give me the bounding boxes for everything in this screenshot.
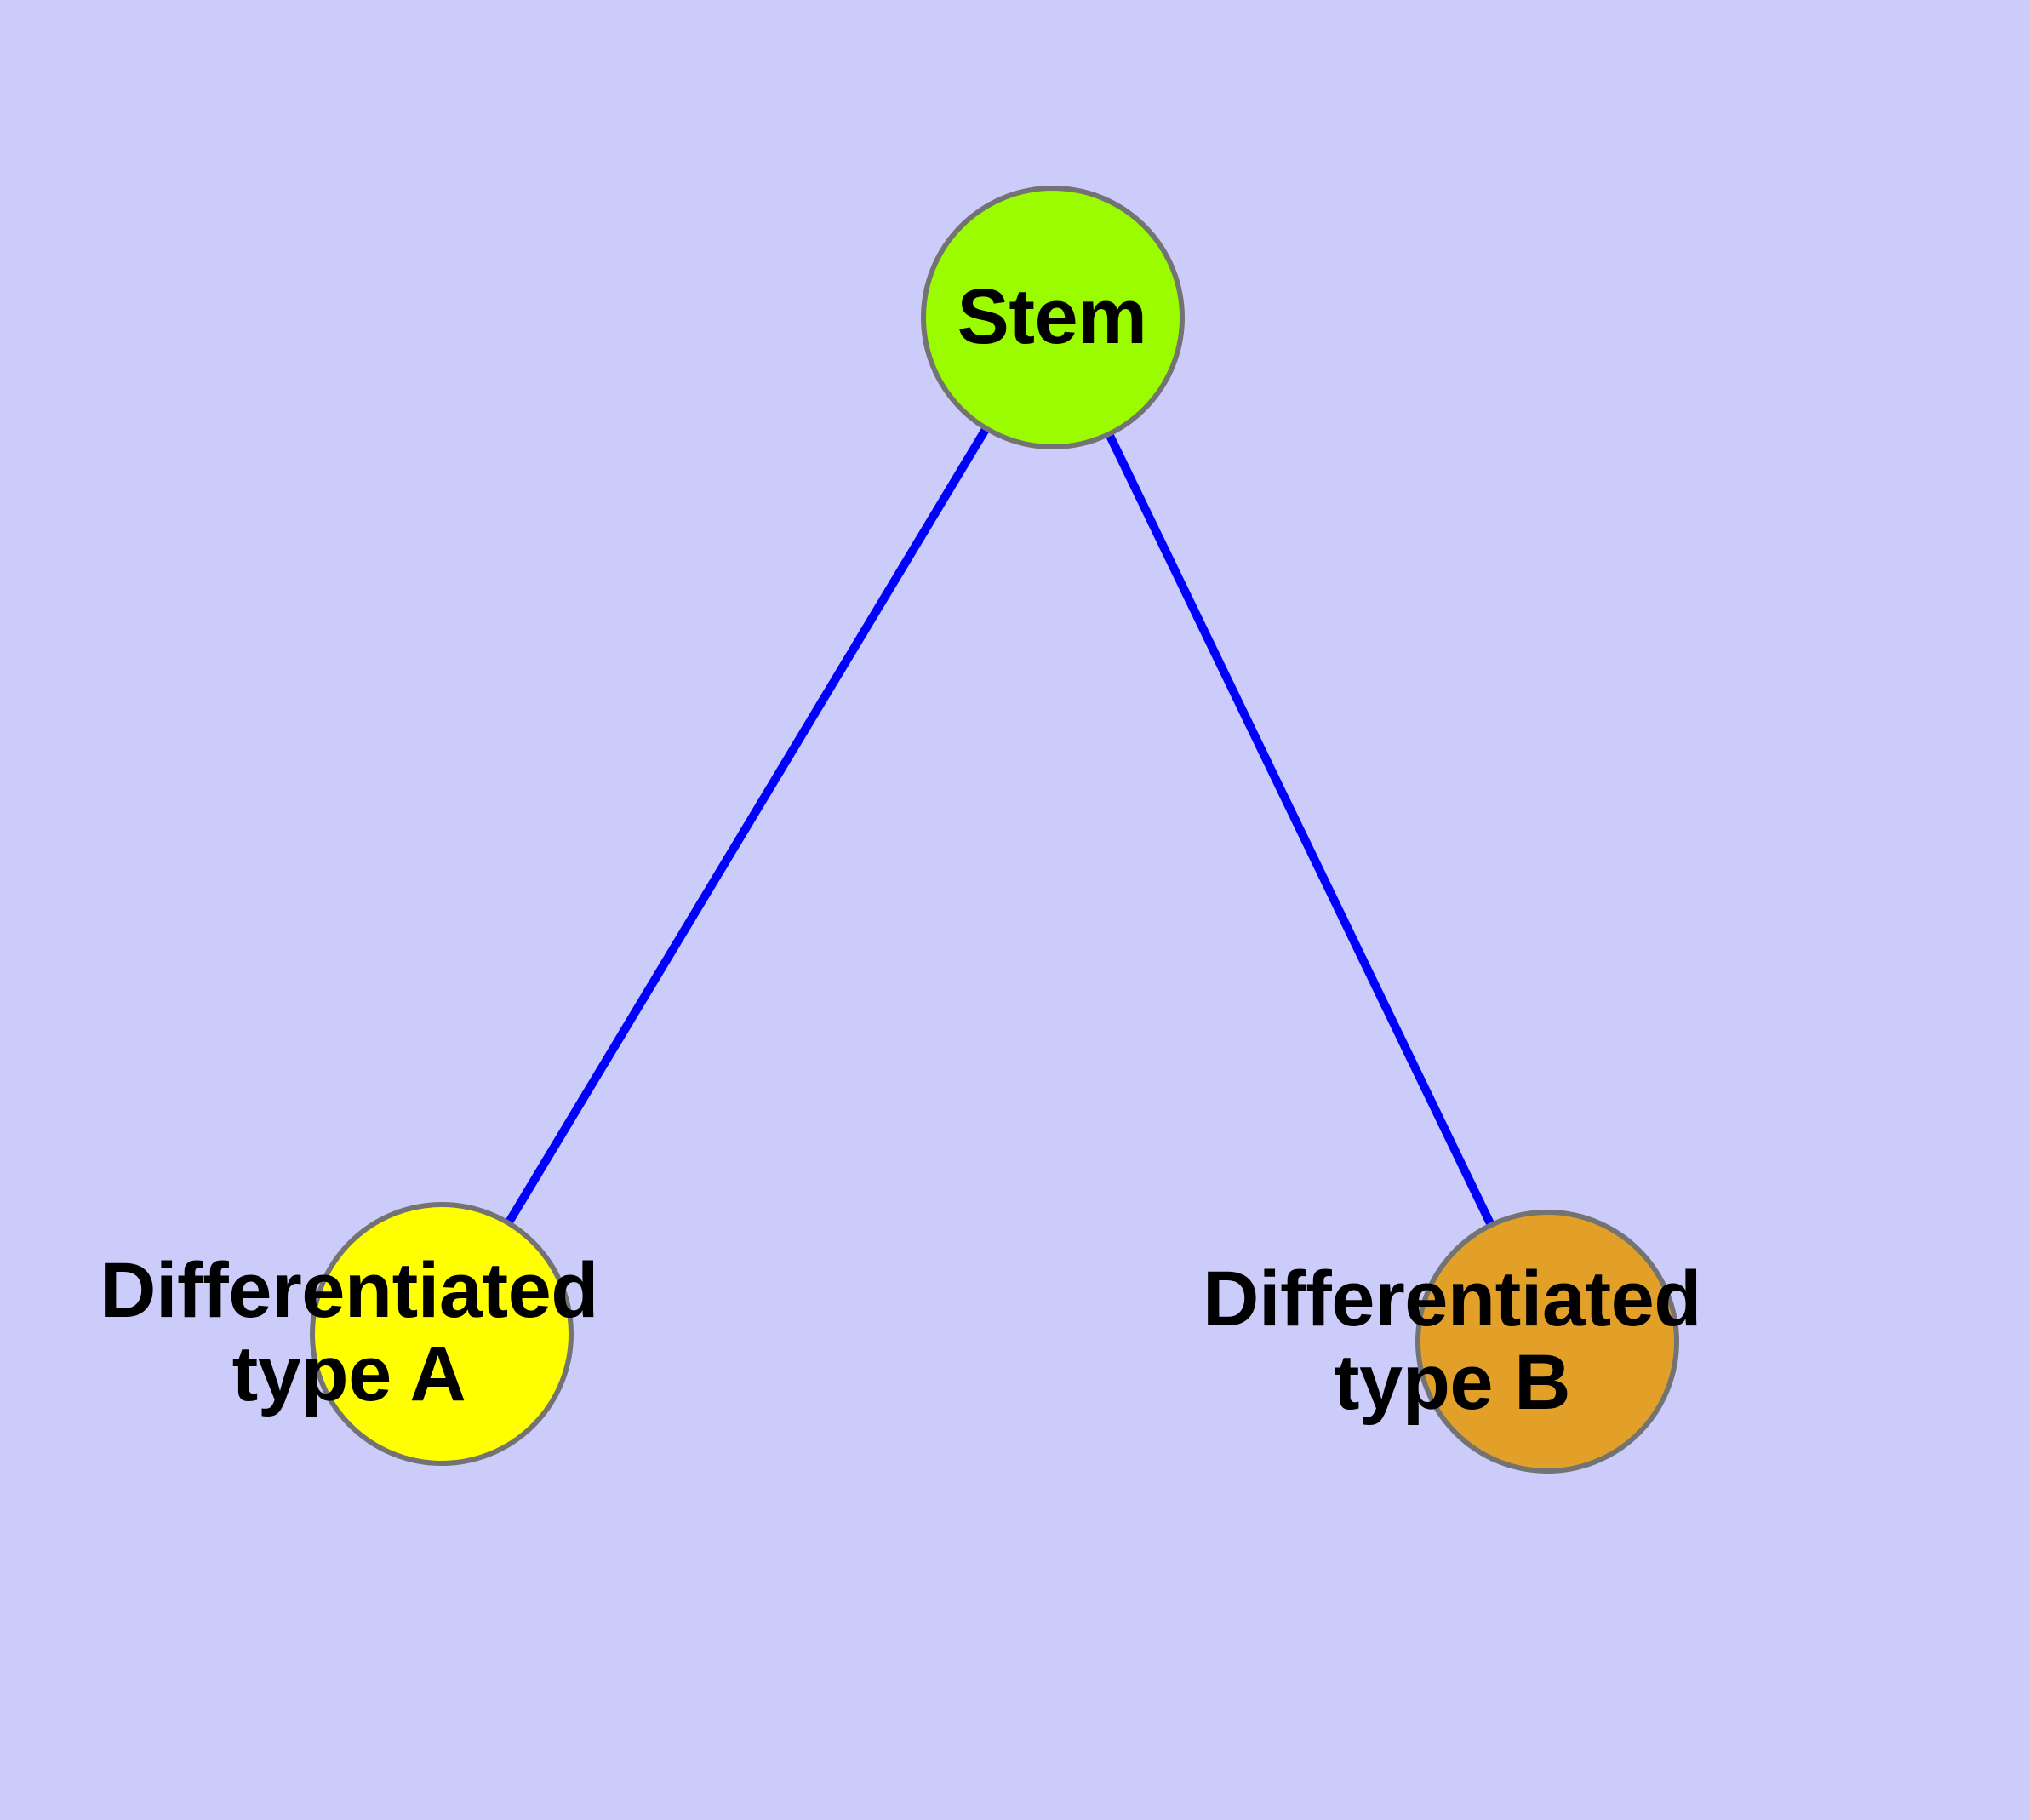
edge-stem-to-differentiated-type-b[interactable] — [1049, 315, 1552, 1344]
node-stem-circle[interactable] — [921, 186, 1185, 449]
edge-stem-to-differentiated-type-a[interactable] — [437, 315, 1057, 1336]
edges-layer — [437, 315, 1552, 1344]
node-differentiated-type-a-circle[interactable] — [310, 1202, 574, 1466]
nodes-layer — [310, 186, 1679, 1474]
node-differentiated-type-b-circle[interactable] — [1415, 1210, 1679, 1474]
